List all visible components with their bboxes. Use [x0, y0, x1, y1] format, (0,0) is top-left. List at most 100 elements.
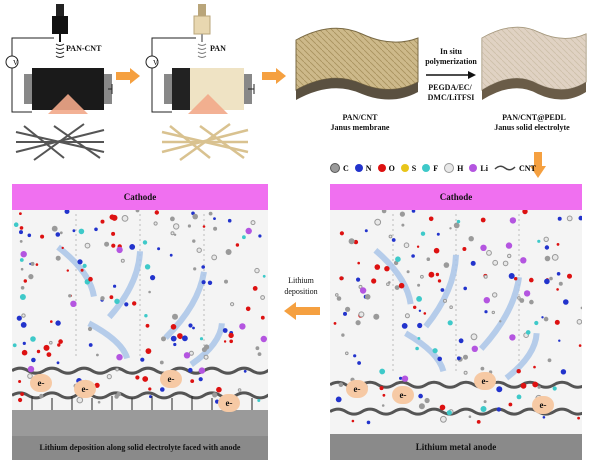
atom	[120, 258, 125, 263]
atom	[114, 394, 119, 399]
atom	[373, 313, 380, 320]
atom	[170, 324, 177, 330]
step1-voltmeter-label: V	[13, 59, 19, 67]
atom	[335, 396, 342, 403]
electron-badge: e-	[74, 380, 96, 398]
atom	[449, 227, 452, 230]
atom	[96, 353, 99, 357]
atom	[557, 216, 562, 221]
atom	[202, 225, 206, 228]
ion-flow-arrow	[107, 251, 143, 320]
atom	[381, 404, 385, 407]
atom	[192, 213, 198, 220]
legend-item-s: S	[400, 164, 416, 173]
atom	[333, 322, 337, 325]
atom	[100, 296, 105, 301]
atom	[262, 274, 266, 278]
lithium-atom-icon	[469, 164, 478, 172]
atom	[145, 323, 150, 328]
lithium-deposition-arrow	[284, 302, 320, 320]
atom	[82, 263, 87, 268]
atom	[468, 415, 472, 418]
atom	[245, 306, 251, 312]
atom	[353, 354, 357, 358]
atom	[437, 356, 442, 362]
atom	[566, 215, 573, 222]
ion-flow-arrow	[163, 271, 207, 340]
atom	[338, 382, 344, 387]
atom	[135, 375, 140, 380]
atom	[496, 386, 503, 393]
atom	[140, 357, 145, 362]
lithium-ion	[116, 246, 123, 254]
atom	[22, 341, 26, 345]
left-cathode-label: Cathode	[123, 192, 157, 202]
atom	[463, 286, 467, 291]
atom	[516, 394, 522, 400]
atom	[80, 268, 84, 272]
atom	[437, 279, 442, 283]
atom	[222, 328, 228, 333]
atom	[468, 236, 474, 242]
atom	[356, 277, 361, 282]
atom	[453, 222, 460, 229]
atom	[173, 223, 180, 230]
atom	[203, 354, 209, 360]
atom	[121, 214, 129, 222]
atom	[516, 369, 521, 374]
right-panel: Cathode Lithium metal anode e- e- e- e-	[330, 184, 582, 460]
atom	[169, 253, 173, 257]
atom	[567, 273, 572, 279]
atom	[556, 272, 561, 276]
atom	[580, 306, 582, 310]
atom	[514, 277, 518, 281]
atom	[43, 344, 50, 351]
lithium-ion	[245, 227, 252, 235]
atom	[496, 407, 501, 412]
atom	[225, 249, 232, 255]
atom	[470, 333, 478, 341]
atom	[413, 305, 417, 309]
atom	[520, 382, 527, 389]
polymerization-arrow	[426, 71, 476, 79]
atom	[463, 354, 468, 360]
atom	[201, 265, 205, 269]
atom	[418, 393, 423, 399]
janus-membrane-image	[295, 27, 419, 100]
atom	[20, 392, 24, 396]
right-molecular-scene	[330, 210, 582, 425]
atom	[36, 349, 41, 354]
atom	[132, 301, 137, 306]
atom	[426, 257, 431, 261]
atom	[502, 260, 509, 267]
atom	[483, 400, 487, 404]
atom	[486, 250, 492, 256]
atom	[345, 306, 351, 312]
atom	[484, 310, 488, 314]
atom	[339, 231, 344, 236]
atom	[339, 276, 344, 281]
atom	[201, 280, 206, 285]
atom	[170, 216, 175, 222]
atom	[411, 210, 416, 213]
atom	[499, 320, 502, 323]
polymerization-line2: polymerization	[425, 57, 477, 66]
cnt-chain	[12, 391, 268, 400]
atom	[440, 415, 447, 423]
atom	[104, 241, 110, 247]
atom	[190, 379, 195, 383]
atom	[384, 266, 390, 272]
atom	[391, 238, 396, 242]
syringe-plunger	[56, 4, 64, 18]
right-anode-label: Lithium metal anode	[415, 442, 497, 452]
atom	[476, 420, 481, 424]
atom	[549, 276, 553, 281]
left-cathode-band: Cathode	[12, 184, 268, 210]
step1-electrospinning: PAN-CNT V	[4, 2, 114, 162]
atom	[113, 284, 117, 288]
atom	[382, 393, 386, 397]
atom	[343, 311, 347, 316]
atom	[216, 386, 222, 393]
atom	[115, 367, 119, 372]
atom	[106, 374, 112, 380]
